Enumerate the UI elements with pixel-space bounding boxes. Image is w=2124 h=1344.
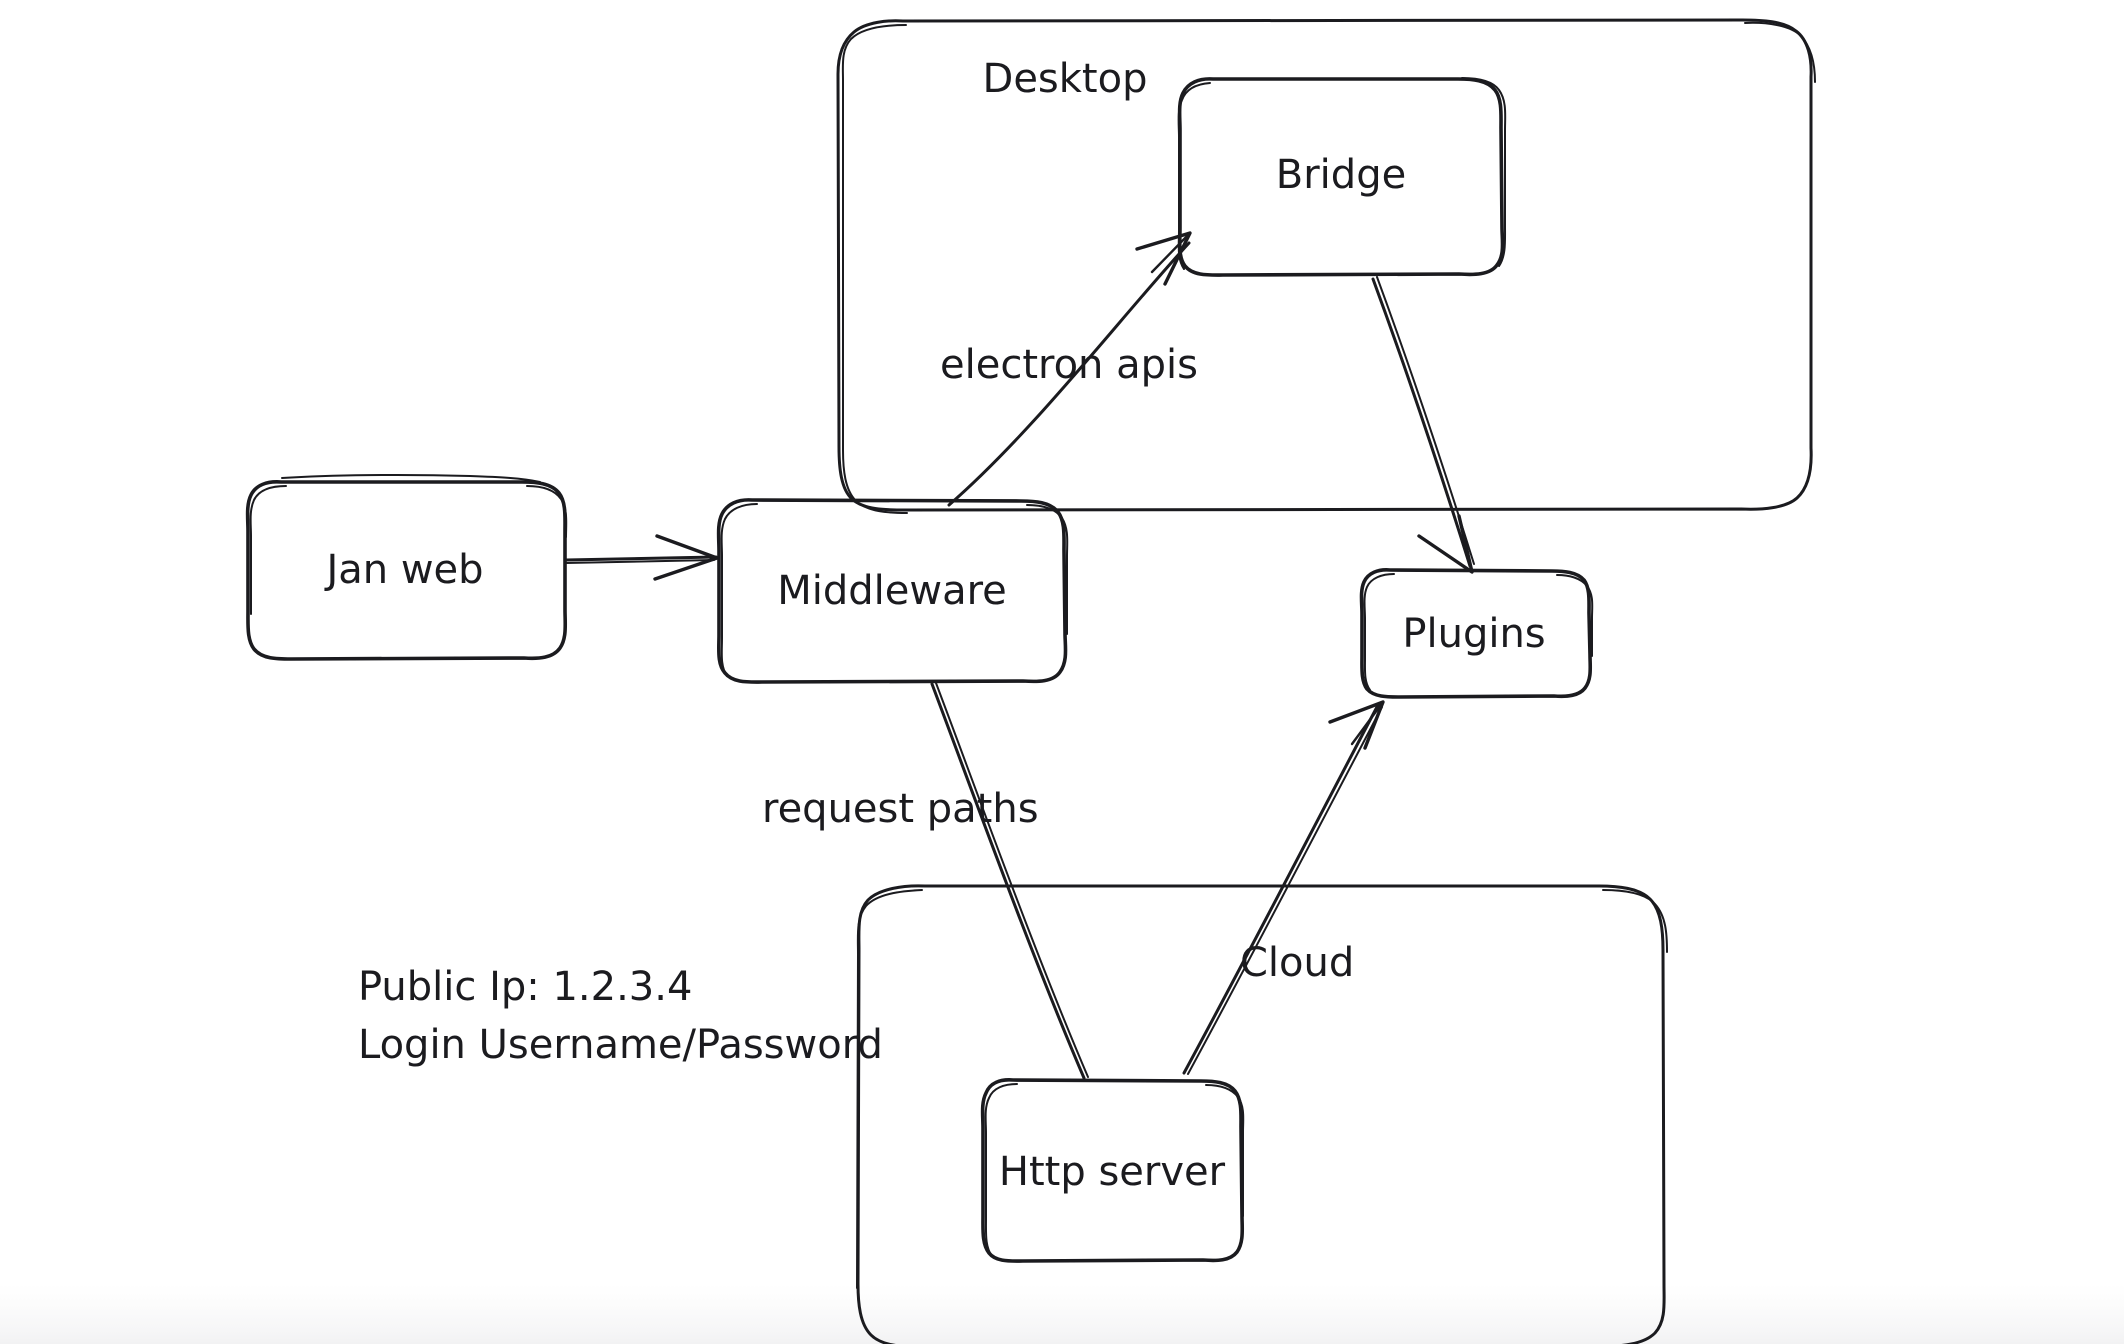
group-label-desktop: Desktop — [983, 56, 1148, 102]
group-desktop[interactable] — [836, 18, 1816, 514]
note-login-credentials: Login Username/Password — [358, 1022, 883, 1068]
group-cloud-container[interactable] — [856, 884, 1668, 1344]
node-label-http-server: Http server — [999, 1149, 1226, 1195]
edge-middleware-to-http-server — [930, 682, 1089, 1080]
edge-http-server-to-plugins — [1182, 700, 1385, 1075]
edge-label-request-paths: request paths — [762, 786, 1039, 832]
note-public-ip: Public Ip: 1.2.3.4 — [358, 964, 692, 1010]
edge-label-cloud: Cloud — [1240, 940, 1354, 986]
node-http-server[interactable]: Http server — [980, 1078, 1245, 1263]
node-plugins[interactable]: Plugins — [1359, 568, 1594, 699]
edge-bridge-to-plugins — [1371, 276, 1475, 574]
node-label-middleware: Middleware — [777, 568, 1007, 614]
node-label-plugins: Plugins — [1402, 611, 1545, 657]
node-jan-web[interactable]: Jan web — [245, 473, 568, 661]
node-label-bridge: Bridge — [1276, 152, 1406, 198]
node-bridge[interactable]: Bridge — [1177, 77, 1507, 277]
node-label-jan-web: Jan web — [323, 547, 483, 593]
node-middleware[interactable]: Middleware — [716, 498, 1069, 684]
edge-middleware-to-bridge — [947, 231, 1192, 507]
edge-label-electron-apis: electron apis — [940, 342, 1198, 388]
edge-jan-web-to-middleware — [564, 534, 719, 581]
